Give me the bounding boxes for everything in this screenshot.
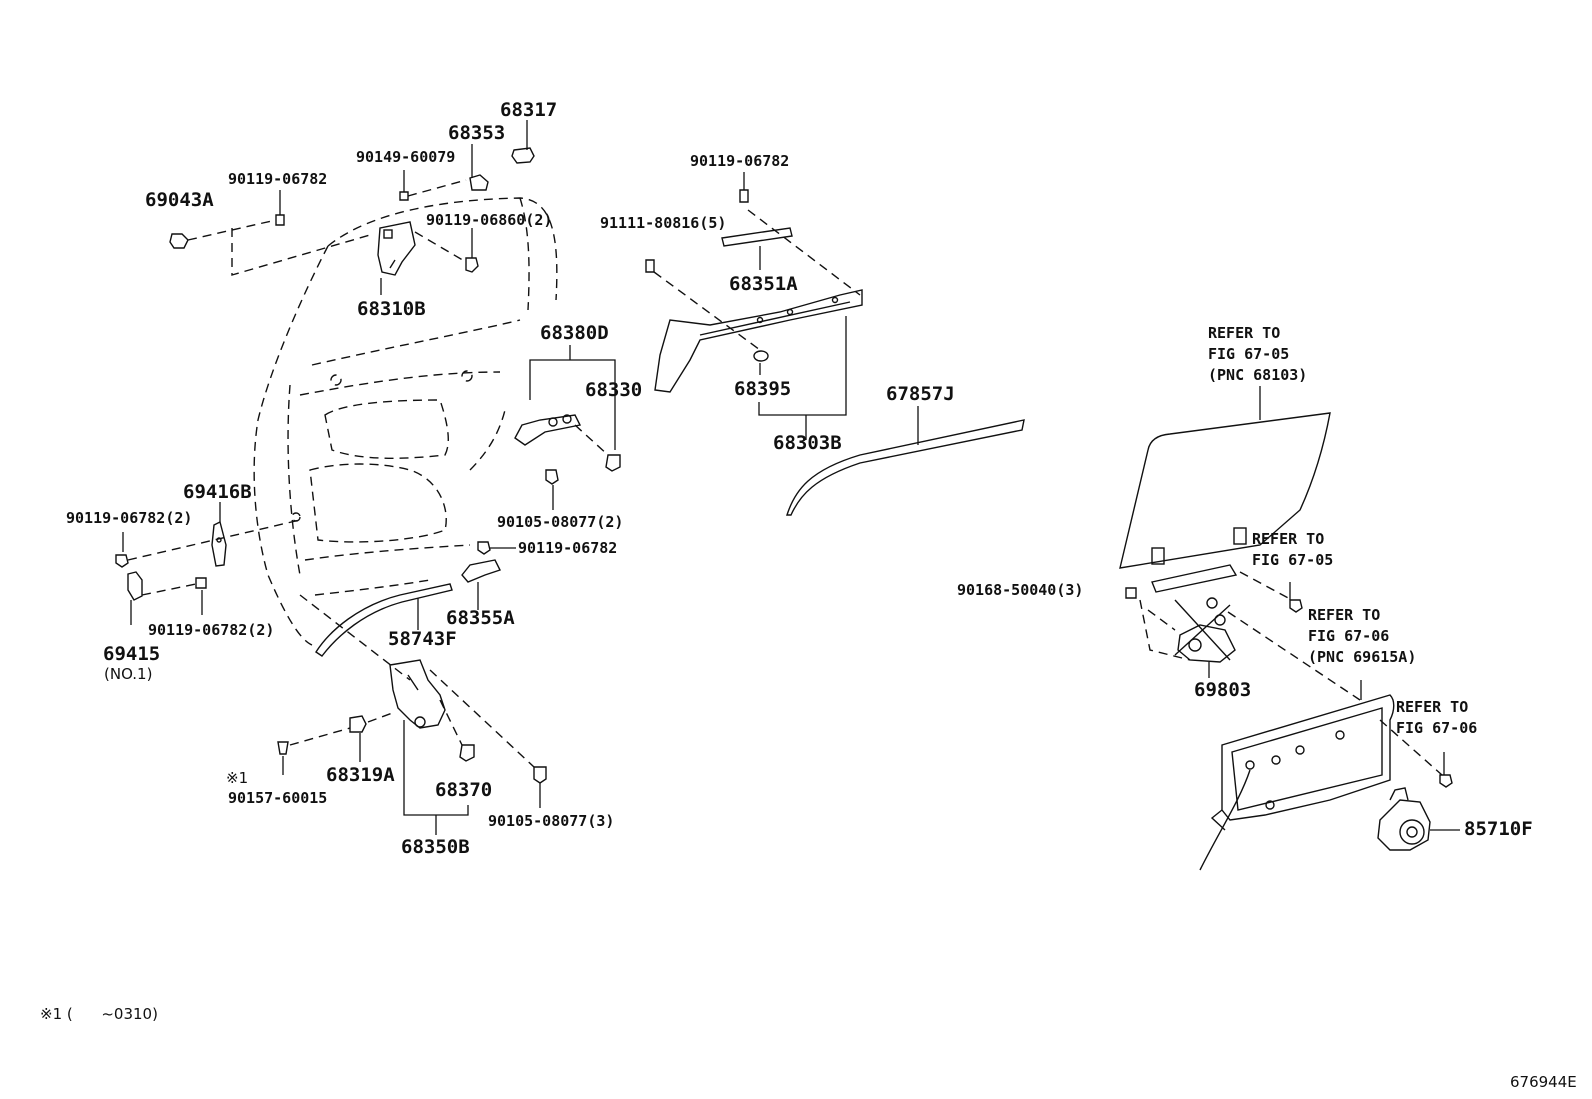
weatherstrip-58743f: [315, 583, 453, 657]
refer-1-line-3: (PNC 68103): [1208, 366, 1308, 384]
label-90119-06782-b: 90119-06782: [690, 152, 790, 170]
channel-piece-68351a: [721, 227, 793, 247]
label-69803: 69803: [1194, 679, 1252, 701]
label-68310b: 68310B: [357, 298, 426, 320]
refer-callout-3: REFER TO FIG 67-06 (PNC 69615A): [1308, 605, 1416, 668]
diagram-id: 676944E: [1510, 1073, 1577, 1091]
bolts-regulator: [1125, 587, 1453, 788]
label-90119-06782-2b: 90119-06782(2): [148, 621, 275, 639]
run-channel-68303b: [654, 289, 863, 393]
upper-leaders: [187, 120, 528, 295]
pad-69416b: [211, 520, 227, 567]
label-68317: 68317: [500, 99, 558, 121]
label-68353: 68353: [448, 122, 506, 144]
lower-hinge-68350b: [389, 659, 446, 729]
bolts-upper: [169, 191, 479, 273]
label-68355a: 68355A: [446, 607, 515, 629]
bolt-68330: [605, 454, 621, 472]
label-68370: 68370: [435, 779, 493, 801]
label-69043a: 69043A: [145, 189, 214, 211]
bolts-69415: [115, 554, 207, 589]
label-67857j: 67857J: [886, 383, 955, 405]
door-glass: [1119, 412, 1331, 569]
lock-leaders: [529, 345, 616, 510]
label-90168-50040: 90168-50040(3): [957, 581, 1084, 599]
label-91111-80816: 91111-80816(5): [600, 214, 727, 232]
refer-callout-4: REFER TO FIG 67-06: [1396, 697, 1477, 739]
bolt-90105-08077-2: [545, 469, 559, 485]
label-69416b: 69416B: [183, 481, 252, 503]
belt-moulding-67857j: [786, 419, 1025, 516]
refer-4-line-1: REFER TO: [1396, 698, 1469, 716]
refer-callout-1: REFER TO FIG 67-05 (PNC 68103): [1208, 323, 1307, 386]
label-69415-no1: (NO.1): [104, 665, 153, 683]
channel-leaders: [653, 172, 861, 440]
refer-1-line-2: FIG 67-05: [1208, 345, 1290, 363]
label-68303b: 68303B: [773, 432, 842, 454]
label-90105-08077-3: 90105-08077(3): [488, 812, 615, 830]
refer-3-line-2: FIG 67-06: [1308, 627, 1390, 645]
label-68380d: 68380D: [540, 322, 609, 344]
hinge-bracket-68353: [469, 174, 489, 191]
door-panel-cover: [1199, 694, 1395, 871]
refer-3-line-3: (PNC 69615A): [1308, 648, 1417, 666]
label-90149-60079: 90149-60079: [356, 148, 456, 166]
refer-2-line-2: FIG 67-05: [1252, 551, 1334, 569]
rear-door-outline: [253, 197, 558, 646]
label-90105-08077-2: 90105-08077(2): [497, 513, 624, 531]
label-mark1: ※1: [226, 769, 249, 787]
regulator-69803: [1151, 564, 1238, 663]
upper-hinge-68310b: [377, 221, 416, 276]
door-check-68380d: [514, 414, 582, 446]
label-68395: 68395: [734, 378, 792, 400]
hinge-pin-68317: [511, 147, 535, 164]
label-90119-06782-a: 90119-06782: [228, 170, 328, 188]
hinge-pin-68319a: [349, 715, 367, 733]
footnote-applicability: ※1 ( ~0310): [40, 1005, 158, 1023]
refer-3-line-1: REFER TO: [1308, 606, 1381, 624]
lower-left-leaders: [122, 502, 301, 625]
bolt-90119-06782-c: [477, 541, 491, 555]
label-68350b: 68350B: [401, 836, 470, 858]
refer-2-line-1: REFER TO: [1252, 530, 1325, 548]
window-motor-85710f: [1377, 787, 1431, 851]
refer-4-line-2: FIG 67-06: [1396, 719, 1478, 737]
refer-1-line-1: REFER TO: [1208, 324, 1281, 342]
label-69415: 69415: [103, 643, 161, 665]
label-90119-06860: 90119-06860(2): [426, 211, 553, 229]
bolt-90157-60015: [277, 741, 289, 755]
label-68330: 68330: [585, 379, 643, 401]
refer-callout-2: REFER TO FIG 67-05: [1252, 529, 1333, 571]
label-58743f: 58743F: [388, 628, 457, 650]
label-68319a: 68319A: [326, 764, 395, 786]
grommet-68395: [753, 350, 769, 362]
label-85710f: 85710F: [1464, 818, 1533, 840]
pad-69415: [127, 571, 143, 601]
regulator-leaders: [1139, 571, 1445, 776]
bracket-68355a: [461, 559, 501, 583]
mid-leaders: [299, 547, 516, 681]
lower-leaders: [282, 669, 541, 835]
bolt-90105-08077-3: [533, 766, 547, 784]
label-90119-06782-c: 90119-06782: [518, 539, 618, 557]
label-90119-06782-2a: 90119-06782(2): [66, 509, 193, 527]
label-68351a: 68351A: [729, 273, 798, 295]
label-90157-60015: 90157-60015: [228, 789, 328, 807]
bolt-68370: [459, 744, 475, 762]
